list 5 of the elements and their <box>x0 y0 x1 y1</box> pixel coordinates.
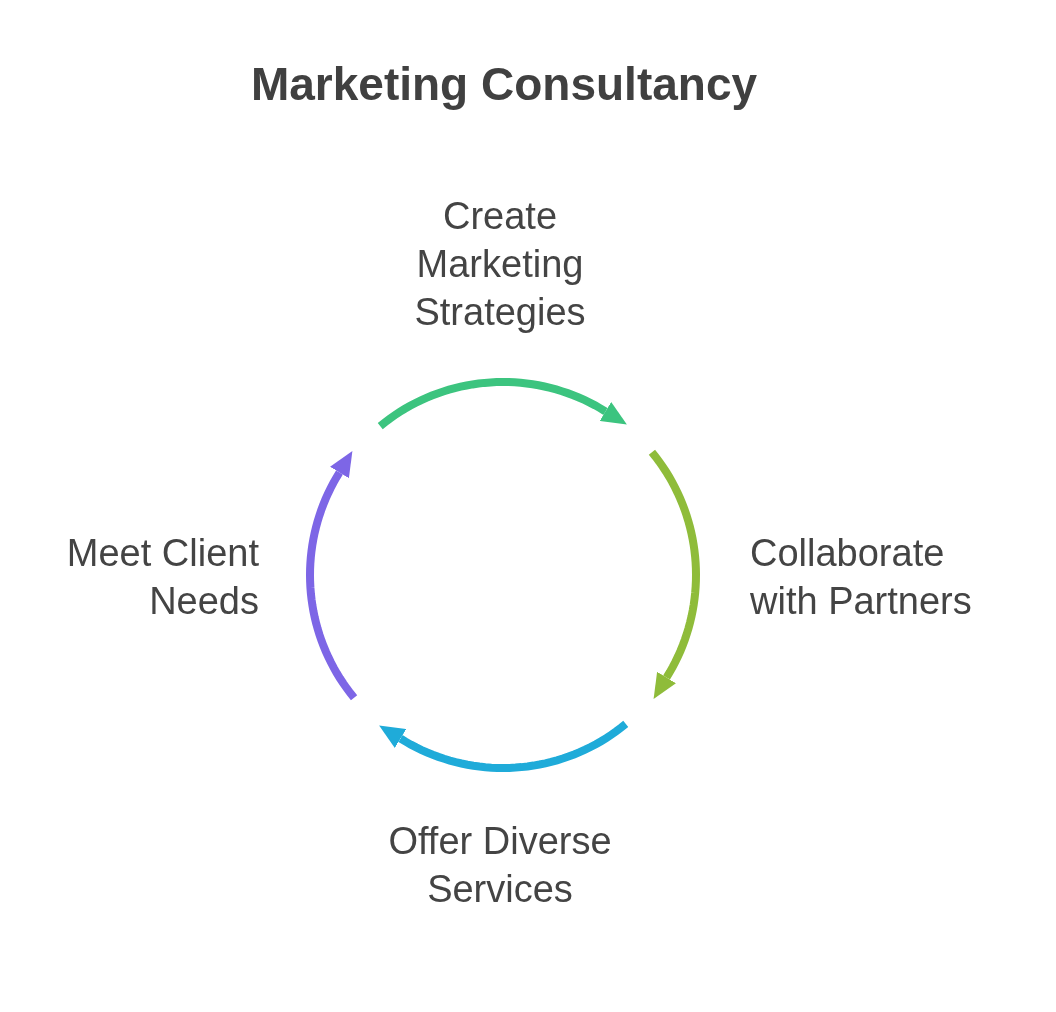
step-text: Offer Diverse Services <box>370 817 630 913</box>
step-text: Meet Client Needs <box>29 529 259 625</box>
step-text: Create Marketing Strategies <box>390 192 610 336</box>
title: Marketing Consultancy <box>249 57 759 112</box>
step-text: Collaborate with Partners <box>750 529 1000 625</box>
